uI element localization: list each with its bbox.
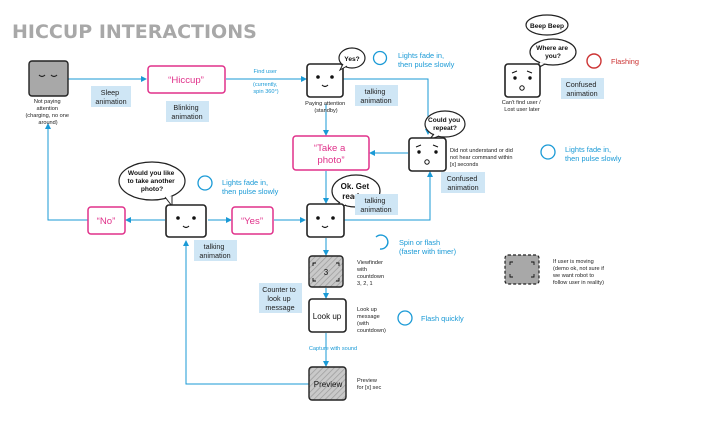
lights1-label: Lights fade in, then pulse slowly <box>398 51 455 69</box>
svg-text:3: 3 <box>324 268 329 277</box>
arrow-face-to-confused <box>342 78 431 135</box>
take-photo-label: “Take a photo” <box>314 143 348 166</box>
talking3-label: talking animation <box>360 196 391 214</box>
confused1-box <box>561 78 604 99</box>
ready-face <box>306 203 345 238</box>
flow-arrows <box>45 76 433 385</box>
flashing-indicator <box>586 53 602 69</box>
talking3-box <box>355 194 398 215</box>
svg-text:Would you like to take a: Would you like to take another photo? <box>127 170 176 193</box>
flashing-label: Flashing <box>611 57 639 66</box>
yes-bubble: Yes? <box>338 47 366 72</box>
would-you-bubble: Would you like to take another photo? <box>118 161 186 208</box>
light-indicator-2 <box>540 144 556 160</box>
light-indicator-1 <box>372 50 388 66</box>
could-you-bubble: Could you repeat? <box>424 110 466 141</box>
would-you-face <box>165 204 207 238</box>
confused1-label: Confused animation <box>566 80 599 98</box>
capture-label: Capture with sound <box>309 346 357 352</box>
spin-label: Spin or flash (faster with timer) <box>399 238 456 256</box>
sleep-note: Not paying attention (charging, no one a… <box>25 99 70 126</box>
lights3-label: Lights fade in, then pulse slowly <box>222 178 279 196</box>
lookup-label: Look up <box>313 312 342 321</box>
blinking-box <box>166 101 209 122</box>
confused2-label: Confused animation <box>447 174 480 192</box>
sleep-face <box>28 60 69 97</box>
flash-quick-label: Flash quickly <box>421 314 464 323</box>
preview-note: Preview for [x] sec <box>357 378 381 391</box>
svg-text:Preview: Preview <box>314 380 343 389</box>
yes-label: “Yes” <box>241 216 263 227</box>
arrow-no-to-sleep <box>45 123 88 221</box>
spin-indicator <box>375 234 389 250</box>
lights2-label: Lights fade in, then pulse slowly <box>565 145 622 163</box>
arrow-preview-to-would <box>183 240 309 385</box>
arrow-ok-to-confused <box>344 171 433 221</box>
attentive-face <box>306 63 344 98</box>
svg-text:Could you repeat?: Could you repeat? <box>428 117 462 132</box>
viewfinder-note: Viewfinder with countdown 3, 2, 1 <box>356 260 386 287</box>
viewfinder-box: 3 <box>308 255 344 288</box>
confused2-box <box>441 172 485 193</box>
cant-find-note: Can't find user / Lost user later <box>502 100 543 113</box>
hiccup-label: “Hiccup” <box>168 75 204 86</box>
paying-note: Paying attention (standby) <box>305 101 347 114</box>
take-photo-box <box>292 135 370 171</box>
did-not-note: Did not understand or did not hear comma… <box>450 148 514 168</box>
counter-box <box>259 283 302 313</box>
blinking-label: Blinking animation <box>171 103 202 121</box>
diagram-title: HICCUP INTERACTIONS <box>12 21 257 43</box>
talking1-box <box>355 85 398 106</box>
lookup-note: Look up message (with countdown) <box>357 307 386 334</box>
hiccup-box <box>147 65 226 94</box>
no-box <box>87 206 126 235</box>
svg-text:Yes?: Yes? <box>344 56 359 63</box>
no-label: “No” <box>97 216 116 227</box>
flash-indicator <box>397 310 413 326</box>
moving-box <box>504 254 540 285</box>
find-user-label: Find user (currently, spin 360°) <box>253 69 279 95</box>
sleep-anim-label: Sleep animation <box>95 88 126 106</box>
preview-box: Preview <box>308 366 347 401</box>
talking1-label: talking animation <box>360 87 391 105</box>
yes-box <box>231 206 274 235</box>
svg-text:Beep Beep: Beep Beep <box>530 23 564 30</box>
talking2-label: talking animation <box>199 242 230 260</box>
light-indicator-3 <box>197 175 213 191</box>
where-bubbles: Beep Beep Where are you? <box>525 14 577 71</box>
lost-face <box>504 63 541 98</box>
confused-face <box>408 137 447 172</box>
moving-note: If user is moving (demo ok, not sure if … <box>552 259 606 286</box>
svg-text:Where are you?: Where are you? <box>536 45 570 60</box>
talking2-box <box>194 240 237 261</box>
sleep-anim-box <box>91 86 131 107</box>
counter-label: Counter to look up message <box>262 285 298 312</box>
lookup-box <box>308 298 347 333</box>
